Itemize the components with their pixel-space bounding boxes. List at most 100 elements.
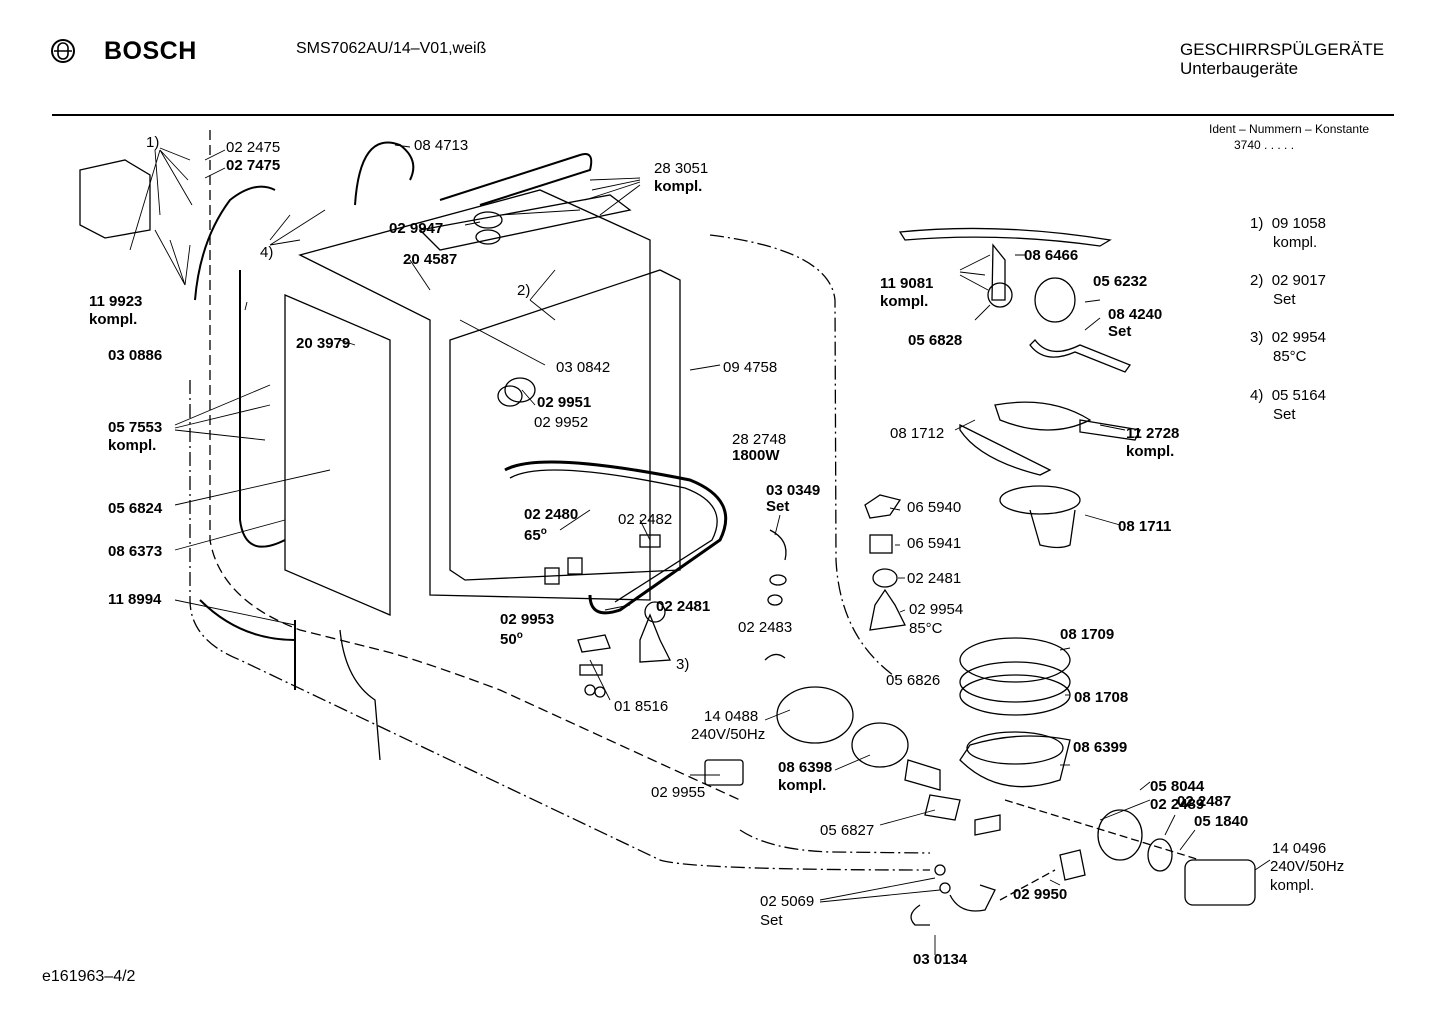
label-056826: 05 6826 (886, 672, 941, 689)
label-029953-temp: 50o (500, 630, 523, 648)
label-022480-temp: 65o (524, 526, 547, 544)
note-1: 1) 09 1058 kompl. (1250, 215, 1326, 251)
tub-front-panel (284, 294, 391, 616)
label-084240-set: Set (1108, 323, 1132, 340)
ident-value: 3740 . . . . . (1234, 138, 1295, 152)
label-084240: 08 4240 (1108, 306, 1163, 323)
label-022480: 02 2480 (524, 506, 579, 523)
label-084713: 08 4713 (414, 137, 469, 154)
circulation-pump-motor (776, 686, 854, 744)
label-057553: 05 7553 (108, 419, 163, 436)
label-029954: 02 9954 (909, 601, 964, 618)
label-283051-kompl: kompl. (654, 178, 703, 195)
softener-box (79, 159, 151, 239)
label-029952: 02 9952 (534, 414, 589, 431)
category-line1: GESCHIRRSPÜLGERÄTE (1180, 40, 1385, 59)
label-140496-kompl: kompl. (1270, 877, 1315, 894)
document-code: e161963–4/2 (42, 968, 136, 985)
tub-body (298, 189, 651, 601)
label-204587: 20 4587 (403, 251, 458, 268)
drain-elbow (949, 884, 996, 912)
nozzle-056828 (987, 282, 1013, 308)
fill-hose (194, 185, 276, 301)
note-3: 3) 02 9954 85°C (1250, 329, 1326, 365)
filter-cylinder (1029, 509, 1076, 549)
label-282748: 28 2748 (732, 431, 787, 448)
ident-title: Ident – Nummern – Konstante (1209, 122, 1370, 136)
label-140496-voltage: 240V/50Hz (1270, 858, 1345, 875)
label-029950: 02 9950 (1013, 886, 1068, 903)
label-065941: 06 5941 (907, 535, 962, 552)
note-4: 4) 05 5164 Set (1250, 387, 1326, 423)
switch-0299553 (544, 567, 560, 585)
clip-065941 (869, 534, 893, 554)
label-030886: 03 0886 (108, 347, 163, 364)
label-030842: 03 0842 (556, 359, 611, 376)
label-018516: 01 8516 (614, 698, 669, 715)
label-119923-kompl: kompl. (89, 311, 138, 328)
sump-ring-upper (959, 637, 1071, 683)
label-ref-1: 1) (146, 134, 160, 151)
label-1800w: 1800W (732, 447, 780, 464)
door-seal-frame (449, 269, 681, 581)
label-086399: 08 6399 (1073, 739, 1128, 756)
drain-hose-left (239, 270, 286, 548)
label-029954-temp: 85°C (909, 620, 943, 637)
label-027475: 02 7475 (226, 157, 281, 174)
label-086373: 08 6373 (108, 543, 163, 560)
label-022481-b: 02 2481 (907, 570, 962, 587)
label-119081: 11 9081 (880, 275, 934, 292)
label-030349-set: Set (766, 498, 790, 515)
label-029955: 02 9955 (651, 784, 706, 801)
label-203979: 20 3979 (296, 335, 351, 352)
label-283051: 28 3051 (654, 160, 709, 177)
label-112728: 11 2728 (1126, 425, 1180, 442)
category-line2: Unterbaugeräte (1180, 59, 1299, 78)
label-057553-kompl: kompl. (108, 437, 157, 454)
drain-pump-housing (1097, 809, 1143, 861)
sump-ring-lower (959, 674, 1071, 716)
label-030134: 03 0134 (913, 951, 968, 968)
hoop-bracket (354, 141, 415, 206)
label-022482: 02 2482 (618, 511, 673, 528)
label-030349: 03 0349 (766, 482, 821, 499)
upper-spray-arm (898, 227, 1112, 247)
label-025069: 02 5069 (760, 893, 815, 910)
label-086398: 08 6398 (778, 759, 833, 776)
spray-arm-hub (991, 243, 1006, 301)
pump-housing (851, 722, 909, 768)
label-ref-4: 4) (260, 244, 274, 261)
label-ref-2: 2) (517, 282, 531, 299)
label-029947: 02 9947 (389, 220, 444, 237)
clip-065940 (864, 494, 902, 519)
label-022487: 02 2487 (1177, 793, 1232, 810)
tub-rim (418, 194, 632, 251)
drain-hose-lower (199, 599, 296, 690)
label-140488: 14 0488 (704, 708, 759, 725)
sump-bowl (959, 735, 1071, 788)
filter-disc (994, 401, 1092, 431)
thermostat-022482 (639, 534, 661, 548)
label-081709: 08 1709 (1060, 626, 1115, 643)
filter-ring (999, 485, 1081, 515)
label-022489: 02 2489 (1150, 796, 1205, 813)
note-2: 2) 02 9017 Set (1250, 272, 1326, 308)
mains-cable-dashed (209, 130, 741, 801)
bosch-logo-icon (50, 38, 76, 69)
label-119923: 11 9923 (89, 293, 143, 310)
label-086466: 08 6466 (1024, 247, 1079, 264)
label-025069-set: Set (760, 912, 783, 929)
label-056824: 05 6824 (108, 500, 163, 517)
label-029951: 02 9951 (537, 394, 592, 411)
label-058044: 05 8044 (1150, 778, 1205, 795)
label-ref-3: 3) (676, 656, 690, 673)
label-051840: 05 1840 (1194, 813, 1249, 830)
connector-hose-056827 (924, 794, 961, 821)
filter-cover (959, 423, 1052, 476)
label-056828: 05 6828 (908, 332, 963, 349)
label-118994: 11 8994 (108, 591, 162, 608)
label-081712: 08 1712 (890, 425, 945, 442)
label-081708: 08 1708 (1074, 689, 1129, 706)
machine-outline-dashed (189, 234, 931, 871)
